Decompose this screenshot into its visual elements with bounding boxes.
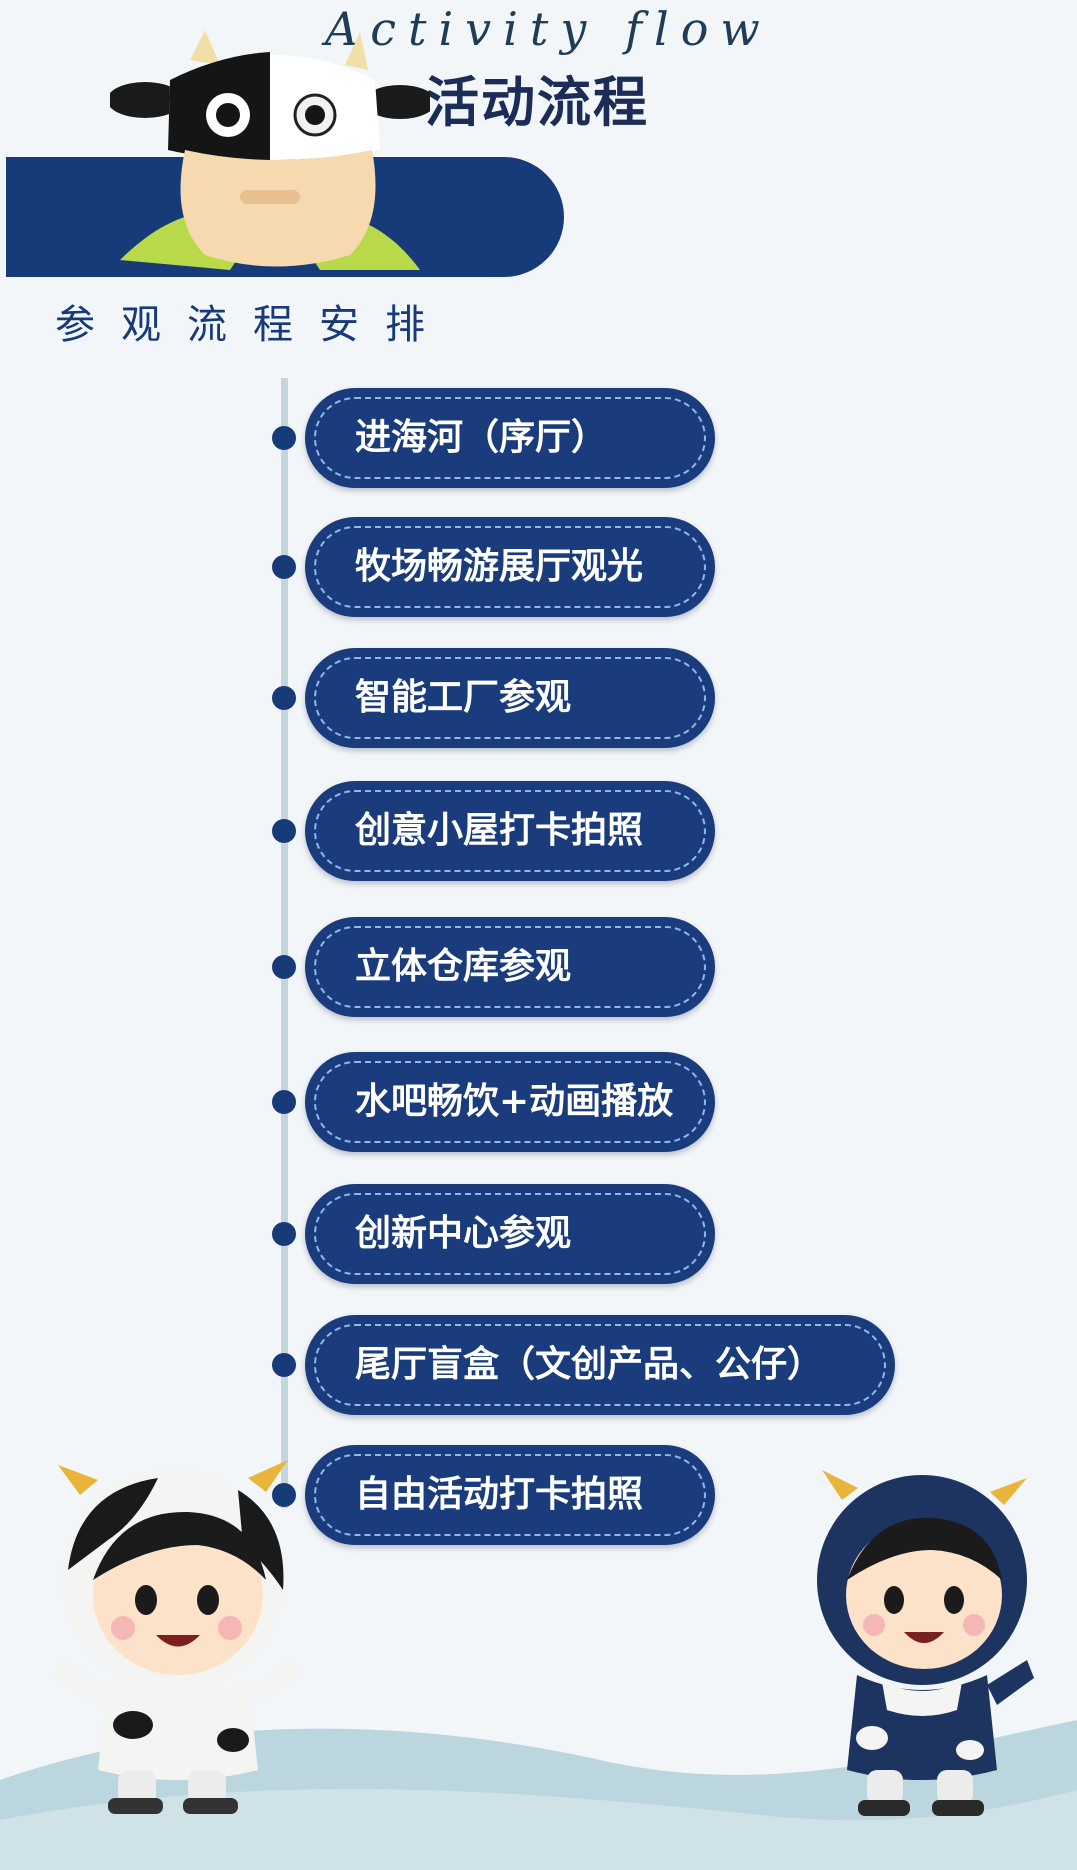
timeline-dot	[272, 819, 296, 843]
step-label: 进海河（序厅）	[355, 417, 608, 458]
step-4: 创意小屋打卡拍照	[305, 781, 715, 881]
step-8: 尾厅盲盒（文创产品、公仔）	[305, 1315, 895, 1415]
step-label: 牧场畅游展厅观光	[355, 546, 644, 587]
step-1: 进海河（序厅）	[305, 388, 715, 488]
timeline-dot	[272, 1222, 296, 1246]
timeline-line	[281, 378, 288, 1508]
timeline-dot	[272, 1483, 296, 1507]
step-5: 立体仓库参观	[305, 917, 715, 1017]
step-7: 创新中心参观	[305, 1184, 715, 1284]
header-eyebrow: Activity flow	[325, 2, 772, 56]
timeline-dot	[272, 955, 296, 979]
page-title: 活动流程	[425, 71, 649, 134]
bottom-wave-decoration	[0, 1720, 1077, 1870]
timeline-dot	[272, 426, 296, 450]
timeline-dot	[272, 686, 296, 710]
step-2: 牧场畅游展厅观光	[305, 517, 715, 617]
timeline-dot	[272, 1353, 296, 1377]
step-label: 水吧畅饮+动画播放	[355, 1081, 674, 1122]
step-label: 尾厅盲盒（文创产品、公仔）	[355, 1344, 824, 1385]
step-label: 创意小屋打卡拍照	[355, 810, 644, 851]
cow-mascot-icon	[110, 30, 430, 270]
cow-hood-child-mascot-icon	[53, 1460, 300, 1814]
step-label: 创新中心参观	[355, 1213, 572, 1254]
step-9: 自由活动打卡拍照	[305, 1445, 715, 1545]
timeline-dot	[272, 1090, 296, 1114]
step-label: 自由活动打卡拍照	[355, 1474, 644, 1515]
navy-hood-child-mascot-icon	[817, 1470, 1034, 1816]
step-6: 水吧畅饮+动画播放	[305, 1052, 715, 1152]
section-heading: 参观流程安排	[55, 302, 451, 348]
step-3: 智能工厂参观	[305, 648, 715, 748]
timeline-dot	[272, 555, 296, 579]
step-label: 智能工厂参观	[355, 677, 572, 718]
step-label: 立体仓库参观	[355, 946, 572, 987]
